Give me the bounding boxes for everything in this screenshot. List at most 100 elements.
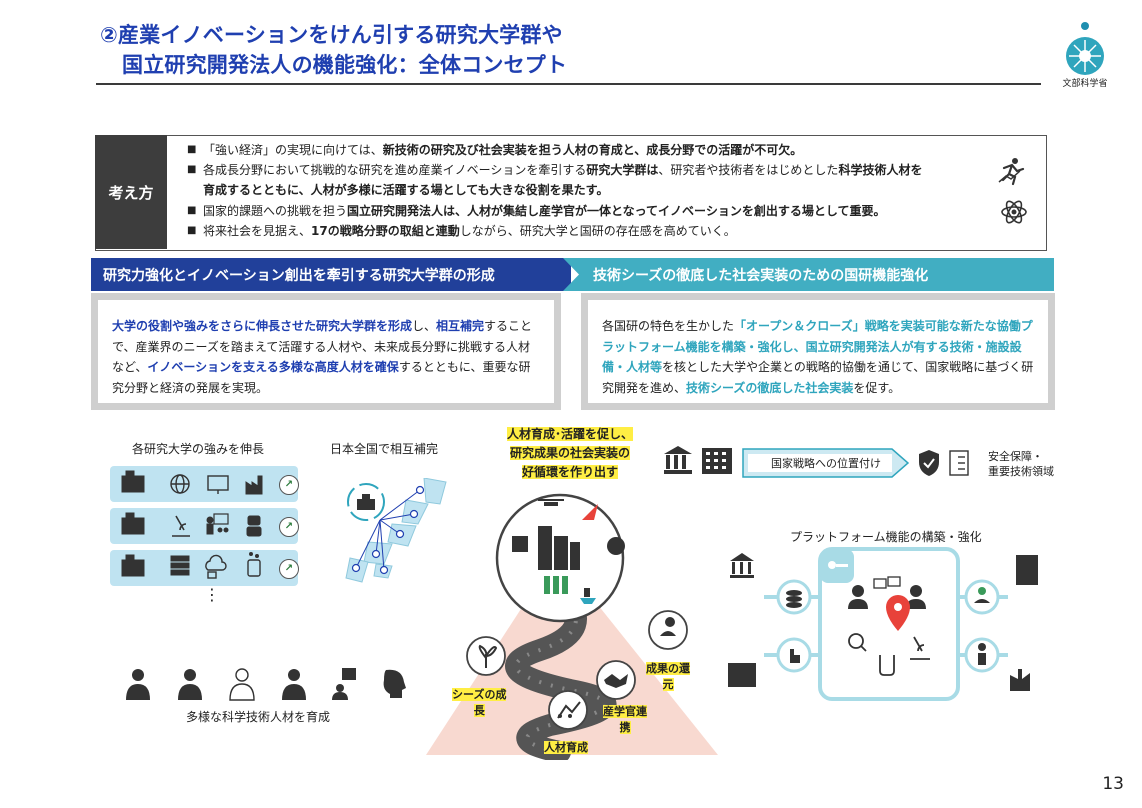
diverse-talent-label: 多様な科学技術人材を育成 bbox=[186, 710, 331, 724]
bullet-square: ■ bbox=[187, 144, 197, 155]
left-description-box: 大学の役割や強みをさらに伸長させた研究大学群を形成し、相互補完することで、産業界… bbox=[91, 293, 561, 410]
seeds-growth-line-2: 長 bbox=[473, 704, 485, 717]
national-strategy-arrow bbox=[742, 448, 910, 478]
title-line-1: ②産業イノベーションをけん引する研究大学群や bbox=[100, 23, 563, 47]
chip-icon bbox=[512, 536, 528, 552]
industry-collab-label: 産学官連 携 bbox=[603, 703, 647, 735]
microscope-icon bbox=[172, 515, 190, 537]
brain-icon bbox=[607, 537, 625, 555]
text-run: 、研究者や技術者をはじめとした bbox=[658, 163, 839, 178]
nationwide-label: 日本全国で相互補完 bbox=[330, 442, 439, 456]
left-description-text: 大学の役割や強みをさらに伸長させた研究大学群を形成し、相互補完することで、産業界… bbox=[98, 300, 554, 403]
university-building-icon bbox=[121, 470, 145, 493]
text-run: 17の戦略分野の取組と連動 bbox=[311, 223, 460, 238]
text-run: 各国研の特色を生かした bbox=[602, 319, 735, 333]
growth-people-icon bbox=[557, 701, 581, 719]
security-line-1: 安全保障・ bbox=[988, 450, 1043, 463]
concept-heading: 考え方 bbox=[95, 135, 167, 249]
seeds-growth-line-1: シーズの成 bbox=[452, 688, 507, 701]
arrow-up-icon: ↗ bbox=[279, 517, 299, 537]
concept-bullet-text: 国家的課題への挑戦を担う国立研究開発法人は、人材が集結し産学官が一体となってイノ… bbox=[203, 201, 885, 221]
government-and-office-icons bbox=[664, 446, 732, 474]
bullet-square: ■ bbox=[187, 224, 197, 236]
text-run: 大学の役割や強みをさらに伸長させた研究大学群を形成 bbox=[112, 319, 413, 333]
drone-icon bbox=[538, 499, 564, 506]
chat-icon bbox=[873, 576, 901, 589]
platform-label: プラットフォーム機能の構築・強化 bbox=[790, 530, 982, 544]
government-icon bbox=[664, 446, 692, 474]
concept-bullet-text: 育成するとともに、人材が多様に活躍する場としても大きな役割を果たす。 bbox=[203, 180, 608, 200]
university-building-icon bbox=[357, 494, 375, 510]
text-run: 「オープン＆クローズ」戦略を実装可能な新たな協働プラットフォーム機能を構築・強化… bbox=[602, 319, 1033, 374]
scientist-icon bbox=[178, 669, 202, 700]
text-run: 技術シーズの徹底した社会実装 bbox=[686, 380, 854, 395]
microscope-icon bbox=[910, 636, 930, 660]
sprout-icon bbox=[478, 644, 498, 668]
robot-icon bbox=[246, 515, 262, 537]
text-run: 国立研究開発法人は、人材が集結し産学官が一体となってイノベーションを創出する場と… bbox=[347, 203, 886, 218]
university-building-icon bbox=[121, 554, 145, 577]
university-building-icon bbox=[121, 512, 145, 535]
text-run: 育成するとともに、人材が多様に活躍する場としても大きな役割を果たす。 bbox=[203, 183, 609, 198]
office-building-icon bbox=[1016, 555, 1038, 585]
text-run: し、 bbox=[412, 319, 437, 333]
right-section-header: 技術シーズの徹底した社会実装のための国研機能強化 bbox=[563, 258, 1054, 291]
concept-bullet-text: 「強い経済」の実現に向けては、新技術の研究及び社会実装を担う人材の育成と、成長分… bbox=[203, 140, 802, 160]
scientist-icon bbox=[978, 643, 986, 665]
atom-icon bbox=[1001, 200, 1027, 224]
plant-hand-icon bbox=[660, 617, 676, 636]
text-run: 新技術の研究及び社会実装を担う人材の育成と、成長分野での活躍が不可欠。 bbox=[382, 143, 803, 157]
key-icon bbox=[828, 561, 848, 569]
concept-bullet: ■ 「強い経済」の実現に向けては、新技術の研究及び社会実装を担う人材の育成と、成長… bbox=[187, 140, 987, 160]
page-title: ②産業イノベーションをけん引する研究大学群や 国立研究開発法人の機能強化：全体コ… bbox=[100, 20, 567, 80]
coin-icon bbox=[786, 590, 802, 608]
text-run: を核とした大学や企業との戦略的協働を通じて、国家戦略に基づく研究開発を進め、 bbox=[602, 360, 1034, 395]
concept-bullet: ■各成長分野において挑戦的な研究を進め産業イノベーションを牽引する研究大学群は、… bbox=[187, 160, 987, 180]
industry-collab-line-2: 携 bbox=[619, 721, 631, 734]
ministry-logo bbox=[1066, 22, 1104, 75]
talent-dev-text: 人材育成 bbox=[544, 741, 588, 754]
hand-pointer-icon bbox=[790, 649, 800, 663]
security-line-2: 重要技術領域 bbox=[988, 465, 1054, 478]
talent-icons bbox=[126, 668, 406, 701]
security-icons bbox=[919, 450, 969, 476]
plant-hand-icon bbox=[974, 587, 990, 603]
text-run: 「強い経済」の実現に向けては、 bbox=[203, 143, 383, 157]
bullet-square: ■ bbox=[187, 164, 197, 176]
globe-icon bbox=[170, 474, 190, 494]
japan-map bbox=[345, 478, 447, 583]
office-building-icon bbox=[728, 663, 756, 687]
concept-bullet: ■国家的課題への挑戦を担う国立研究開発法人は、人材が集結し産学官が一体となってイ… bbox=[187, 201, 987, 221]
text-run: 研究大学群は bbox=[586, 163, 659, 178]
monitor-icon bbox=[207, 475, 229, 494]
scientist-icon bbox=[126, 669, 150, 700]
concept-bullet-text: 将来社会を見据え、17の戦略分野の取組と連動しながら、研究大学と国研の存在感を高… bbox=[203, 221, 736, 241]
cycle-diagram bbox=[426, 493, 718, 760]
text-run: 国家的課題への挑戦を担う bbox=[203, 203, 348, 218]
platform-diagram bbox=[728, 547, 1038, 701]
government-icon bbox=[730, 553, 754, 578]
beaker-icon bbox=[879, 655, 895, 676]
text-run: を促す。 bbox=[853, 380, 901, 395]
text-run: 将来社会を見据え、 bbox=[203, 223, 312, 238]
right-description-text: 各国研の特色を生かした「オープン＆クローズ」戦略を実装可能な新たな協働プラットフ… bbox=[588, 300, 1048, 403]
cycle-title-line-1: 人材育成･活躍を促し、 bbox=[506, 427, 633, 441]
scientist-icon bbox=[906, 585, 926, 609]
results-return-line-1: 成果の還 bbox=[646, 662, 690, 675]
magnifier-icon bbox=[848, 633, 867, 652]
concept-bullet: ■ 将来社会を見据え、17の戦略分野の取組と連動しながら、研究大学と国研の存在感を… bbox=[187, 221, 987, 241]
cycle-title-line-2: 研究成果の社会実装の bbox=[509, 446, 630, 460]
teacher-icon bbox=[206, 513, 229, 535]
runner-icon bbox=[998, 158, 1025, 186]
concept-bullet: 育成するとともに、人材が多様に活躍する場としても大きな役割を果たす。 bbox=[187, 180, 987, 200]
industry-collab-line-1: 産学官連 bbox=[603, 705, 647, 718]
text-run: 科学技術人材を bbox=[838, 163, 923, 178]
text-run: 相互補完 bbox=[436, 319, 485, 333]
handshake-icon bbox=[604, 674, 628, 688]
city-icon bbox=[538, 526, 580, 570]
scientist-icon bbox=[848, 585, 868, 609]
more-ellipsis: ⋮ bbox=[204, 585, 220, 604]
title-line-2: 国立研究開発法人の機能強化：全体コンセプト bbox=[122, 53, 568, 77]
page-number: 13 bbox=[1102, 774, 1124, 794]
presenter-icon bbox=[332, 668, 356, 700]
